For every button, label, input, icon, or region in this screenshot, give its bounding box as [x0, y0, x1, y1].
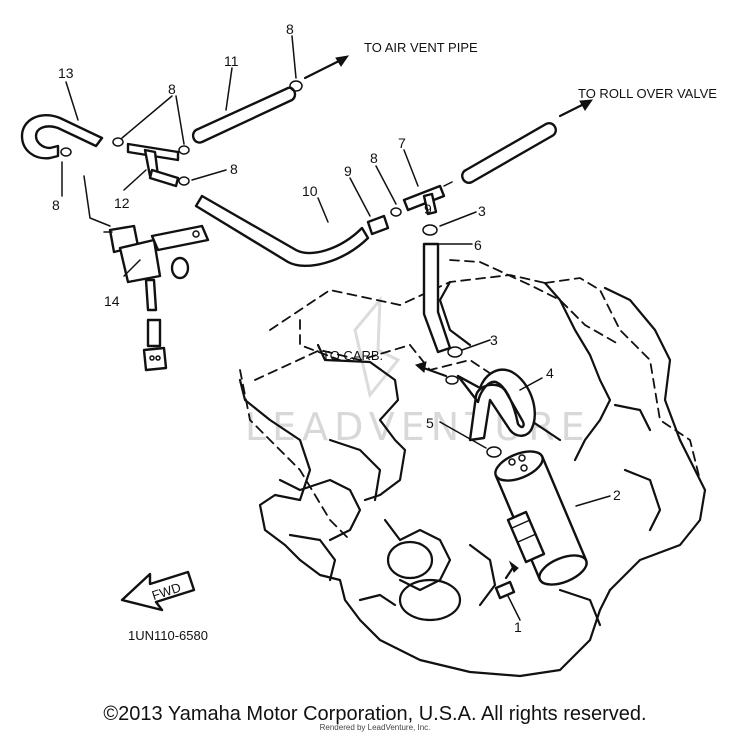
canister-2	[494, 450, 588, 586]
joint-9	[366, 207, 402, 236]
callout-to-carb: TO CARB.	[322, 348, 383, 363]
part-number-8a: 8	[168, 81, 176, 97]
part-number-5: 5	[426, 415, 434, 431]
part-number-1: 1	[514, 619, 522, 635]
clamp-8-left	[60, 137, 190, 186]
part-number-2: 2	[613, 487, 621, 503]
fwd-arrow: FWD	[120, 570, 196, 612]
roll-over-arrow	[558, 99, 594, 118]
part-number-9b: 9	[424, 201, 432, 217]
hose-10	[194, 194, 370, 267]
t-joint-7	[402, 181, 453, 216]
part-number-11: 11	[224, 53, 239, 69]
render-credit: Rendered by LeadVenture, Inc.	[319, 723, 431, 732]
diagram-canvas: LEADVENTURE	[20, 21, 717, 678]
air-vent-arrow	[303, 55, 350, 80]
clamp-5	[486, 446, 502, 458]
part-number-8b: 8	[286, 21, 294, 37]
figure-code: 1UN110-6580	[128, 628, 208, 643]
callout-air-vent-pipe: TO AIR VENT PIPE	[364, 40, 478, 55]
part-number-8d: 8	[52, 197, 60, 213]
part-number-8e: 8	[370, 150, 378, 166]
clamp-3-lower	[447, 346, 463, 358]
part-number-3a: 3	[478, 203, 486, 219]
part-number-4: 4	[546, 365, 554, 381]
hose-6	[422, 242, 452, 354]
copyright-notice: ©2013 Yamaha Motor Corporation, U.S.A. A…	[103, 703, 647, 725]
hose-roll-over	[461, 122, 557, 184]
valve-14	[103, 224, 210, 372]
part-number-10: 10	[302, 183, 318, 199]
part-number-6: 6	[474, 237, 482, 253]
hose-11	[191, 86, 297, 144]
part-number-12: 12	[114, 195, 130, 211]
to-carb-arrow	[414, 361, 459, 385]
hose-4	[456, 368, 536, 442]
t-joint-12	[126, 142, 180, 188]
part-number-14: 14	[104, 293, 120, 309]
part-number-13: 13	[58, 65, 74, 81]
engine-body	[238, 280, 707, 678]
part-number-9a: 9	[344, 163, 352, 179]
bolt-1	[494, 560, 519, 600]
leader-lines	[61, 35, 611, 621]
part-number-3b: 3	[490, 332, 498, 348]
clamp-8-top	[289, 80, 303, 92]
callout-roll-over-valve: TO ROLL OVER VALVE	[578, 86, 717, 101]
hose-13	[20, 113, 104, 160]
part-number-8c: 8	[230, 161, 238, 177]
part-number-7: 7	[398, 135, 406, 151]
clamp-3-top	[422, 224, 438, 236]
